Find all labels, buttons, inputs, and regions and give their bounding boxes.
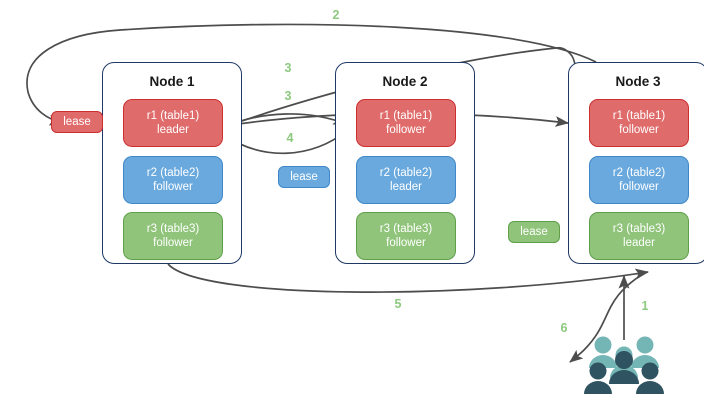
lease-table3[interactable]: lease: [508, 221, 560, 243]
label-step-3-upper: 3: [284, 61, 292, 75]
label-step-5: 5: [394, 297, 402, 311]
label-step-2: 2: [332, 8, 340, 22]
node-1-box[interactable]: Node 1 r1 (table1) leader r2 (table2) fo…: [102, 62, 242, 264]
node-1-replica-r2-id: r2 (table2): [146, 167, 200, 179]
arrow-step-6: [569, 271, 647, 363]
node-2-replica-r1-id: r1 (table1): [379, 110, 433, 122]
node-1-replica-r1[interactable]: r1 (table1) leader: [123, 99, 223, 147]
node-2-title: Node 2: [382, 74, 428, 89]
node-3-replica-r2[interactable]: r2 (table2) follower: [589, 156, 689, 204]
node-2-replica-r3-role: follower: [386, 237, 426, 249]
arrow-step-2: [26, 23, 597, 126]
node-1-replica-r2-role: follower: [153, 181, 193, 193]
node-2-replica-r1[interactable]: r1 (table1) follower: [356, 99, 456, 147]
label-step-1: 1: [641, 299, 649, 313]
node-2-replica-r2-role: leader: [390, 181, 422, 193]
node-2-replica-r2-id: r2 (table2): [379, 167, 433, 179]
node-2-replica-r1-role: follower: [386, 124, 426, 136]
node-1-replica-r3[interactable]: r3 (table3) follower: [123, 212, 223, 260]
node-1-replica-r1-id: r1 (table1): [146, 110, 200, 122]
label-step-6: 6: [560, 321, 568, 335]
node-1-replica-r3-role: follower: [153, 237, 193, 249]
node-2-replica-r3[interactable]: r3 (table3) follower: [356, 212, 456, 260]
lease-table1[interactable]: lease: [51, 111, 103, 133]
node-3-replica-r1-id: r1 (table1): [612, 110, 666, 122]
node-2-box[interactable]: Node 2 r1 (table1) follower r2 (table2) …: [335, 62, 475, 264]
node-3-replica-r2-role: follower: [619, 181, 659, 193]
node-3-replica-r2-id: r2 (table2): [612, 167, 666, 179]
node-1-replica-r2[interactable]: r2 (table2) follower: [123, 156, 223, 204]
label-step-4: 4: [286, 131, 294, 145]
node-3-replica-r3[interactable]: r3 (table3) leader: [589, 212, 689, 260]
arrow-step-5: [167, 263, 650, 293]
node-3-title: Node 3: [615, 74, 661, 89]
node-1-replica-r1-role: leader: [157, 124, 189, 136]
node-2-replica-r2[interactable]: r2 (table2) leader: [356, 156, 456, 204]
node-3-replica-r3-id: r3 (table3): [612, 223, 666, 235]
node-3-replica-r1[interactable]: r1 (table1) follower: [589, 99, 689, 147]
node-3-replica-r1-role: follower: [619, 124, 659, 136]
node-1-title: Node 1: [149, 74, 195, 89]
lease-table2[interactable]: lease: [278, 166, 330, 188]
node-3-box[interactable]: Node 3 r1 (table1) follower r2 (table2) …: [568, 62, 704, 264]
label-step-3-lower: 3: [284, 89, 292, 103]
node-2-replica-r3-id: r3 (table3): [379, 223, 433, 235]
node-3-replica-r3-role: leader: [623, 237, 655, 249]
node-1-replica-r3-id: r3 (table3): [146, 223, 200, 235]
